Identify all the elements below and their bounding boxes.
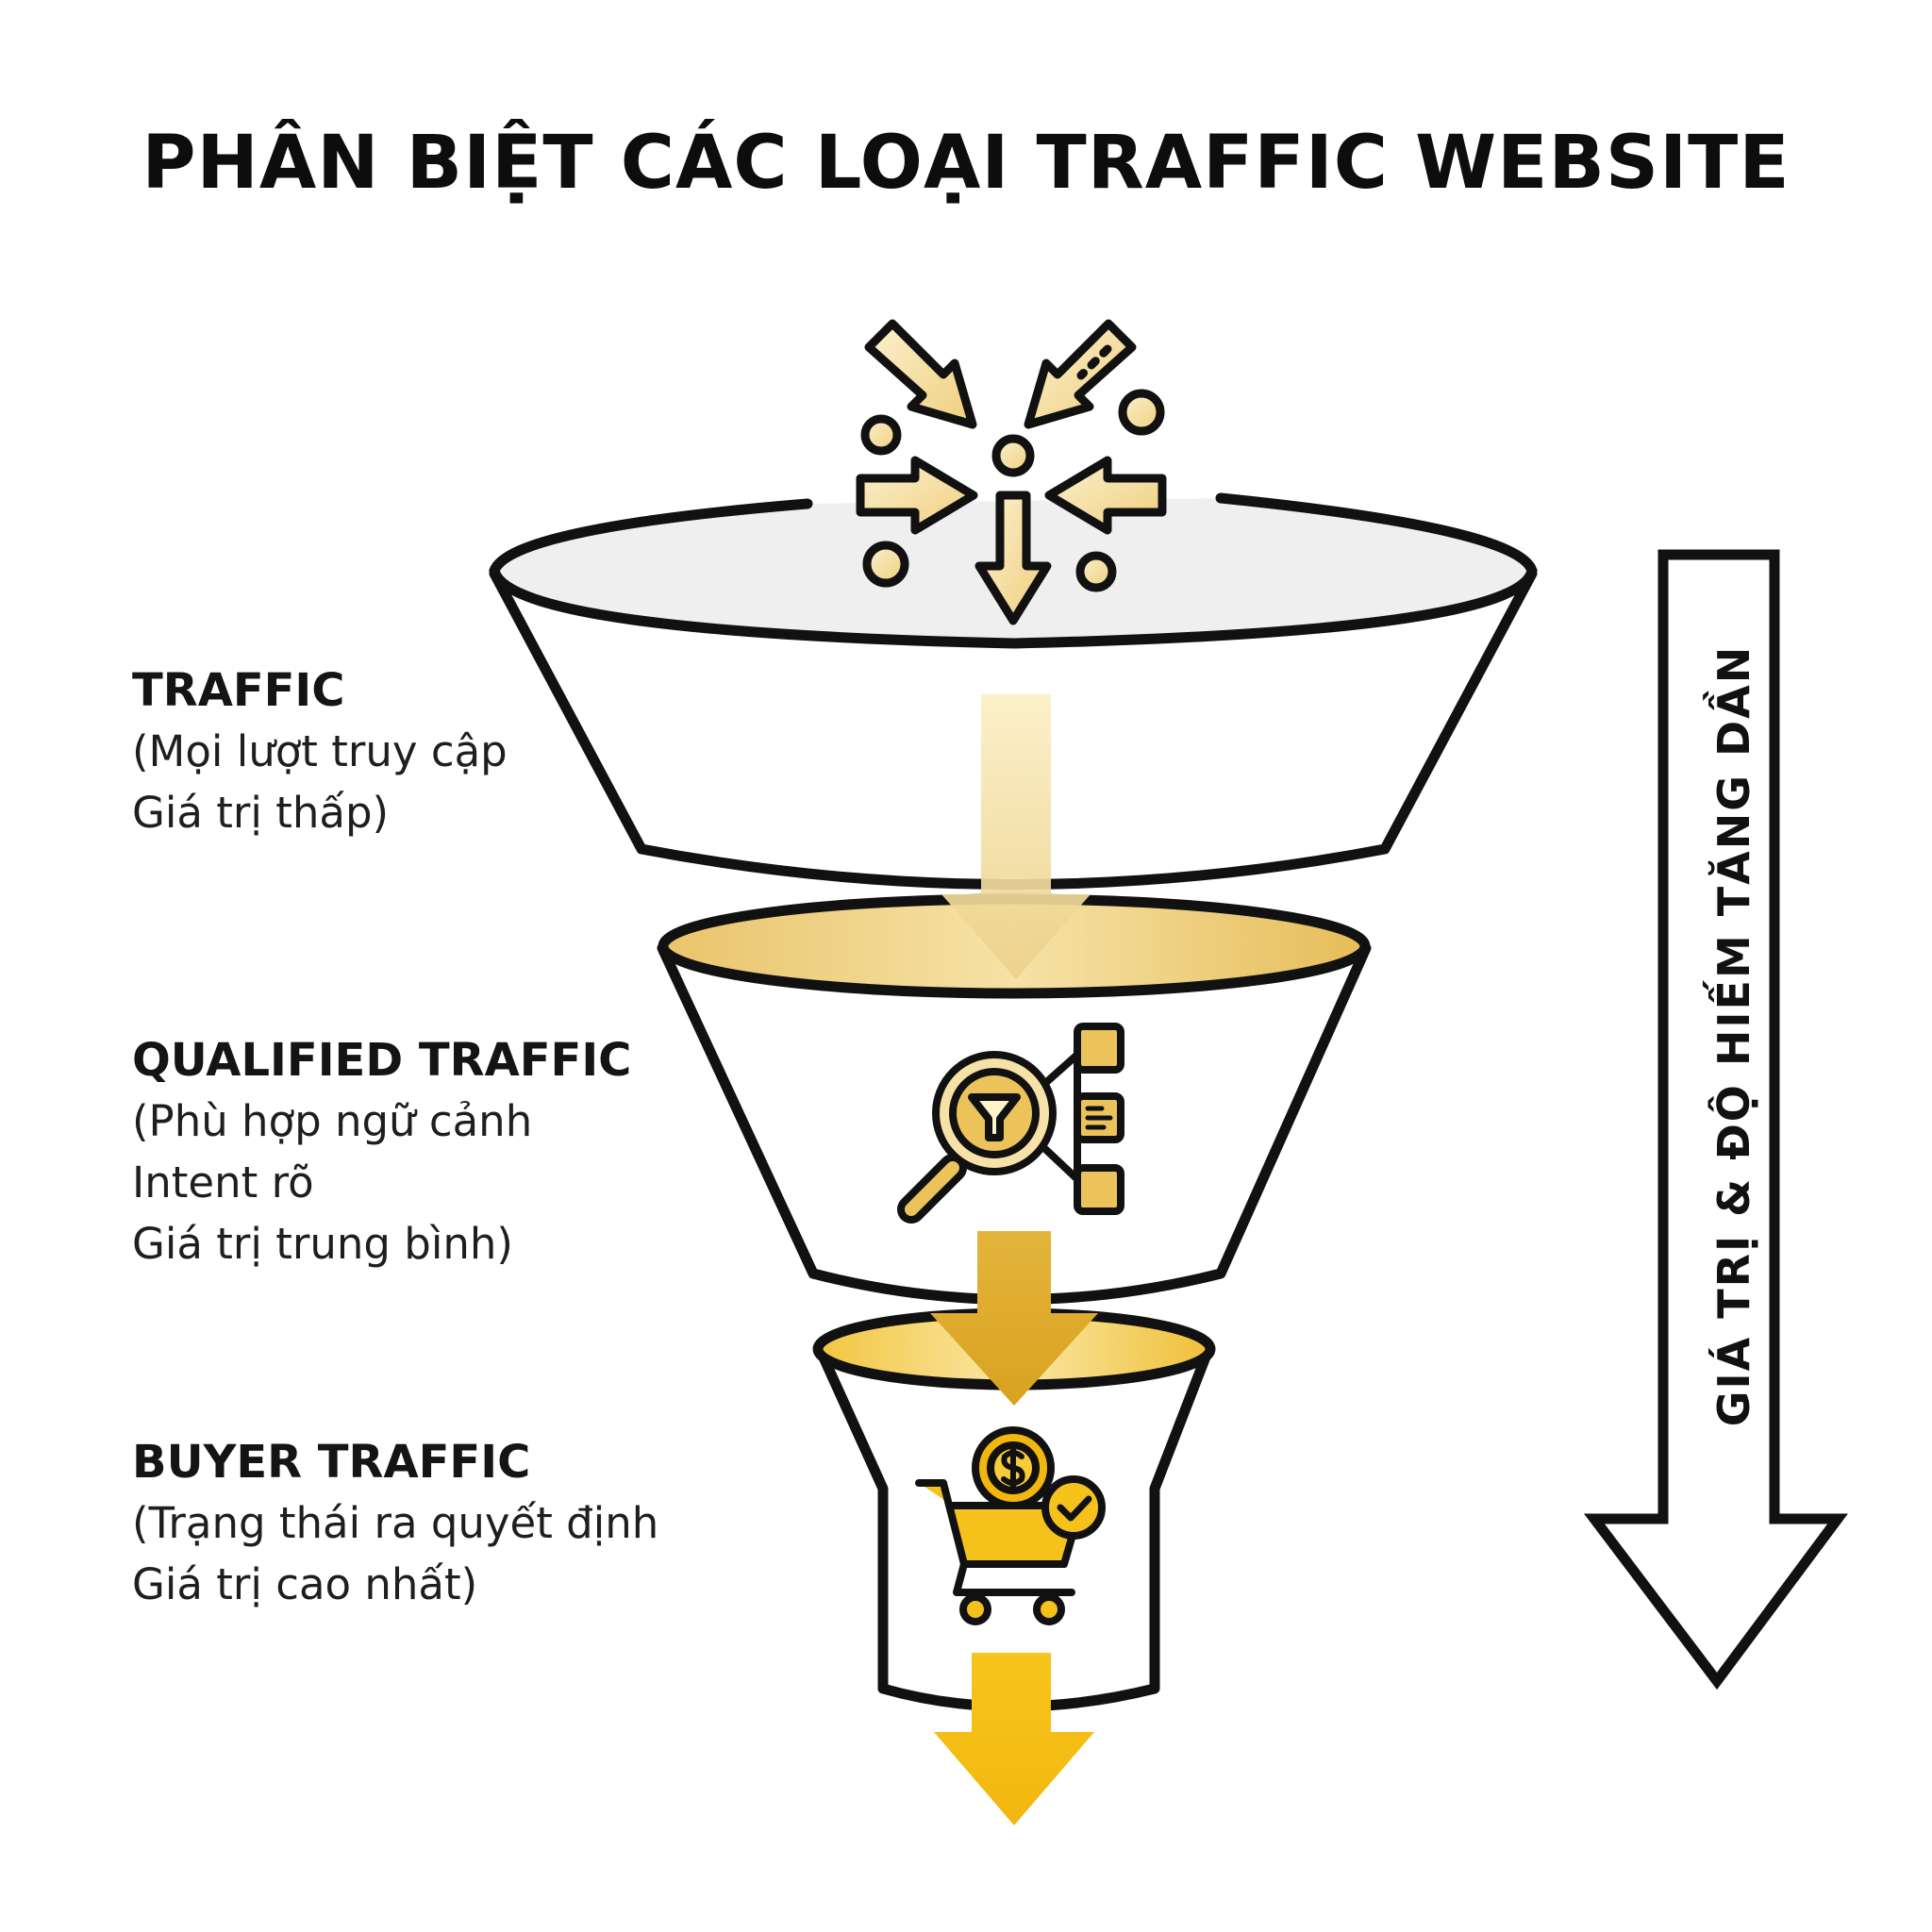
stage-name-qualified: QUALIFIED TRAFFIC — [132, 1034, 632, 1087]
stage-name-buyer: BUYER TRAFFIC — [132, 1436, 531, 1489]
flow-arrow-3 — [934, 1653, 1094, 1825]
stage-label-buyer: BUYER TRAFFIC (Trạng thái ra quyết định … — [132, 1432, 658, 1615]
converging-arrows-icon — [856, 319, 1167, 625]
stage-desc-buyer-1: (Trạng thái ra quyết định — [132, 1498, 659, 1548]
stage-desc-traffic-2: Giá trị thấp) — [132, 788, 390, 838]
stage-desc-qualified-2: Intent rõ — [132, 1158, 314, 1208]
stage-desc-qualified-1: (Phù hợp ngữ cảnh — [132, 1096, 533, 1146]
cart-dollar-check-icon — [915, 1426, 1106, 1625]
magnifier-filter-icon — [897, 1023, 1124, 1224]
stage-desc-buyer-2: Giá trị cao nhất) — [132, 1559, 478, 1609]
value-rarity-label: GIÁ TRỊ & ĐỘ HIẾM TĂNG DẦN — [1703, 645, 1759, 1427]
flow-arrow-2 — [930, 1231, 1098, 1406]
stage-desc-traffic-1: (Mọi lượt truy cập — [132, 726, 508, 776]
flow-arrow-1 — [941, 694, 1091, 979]
page-title: PHÂN BIỆT CÁC LOẠI TRAFFIC WEBSITE — [142, 121, 1790, 206]
stage-desc-qualified-3: Giá trị trung bình) — [132, 1219, 513, 1269]
stage-label-traffic: TRAFFIC (Mọi lượt truy cập Giá trị thấp) — [132, 660, 508, 843]
value-rarity-arrow: GIÁ TRỊ & ĐỘ HIẾM TĂNG DẦN — [1583, 549, 1848, 1690]
stage-name-traffic: TRAFFIC — [132, 664, 345, 717]
stage-label-qualified: QUALIFIED TRAFFIC (Phù hợp ngữ cảnh Inte… — [132, 1030, 631, 1274]
